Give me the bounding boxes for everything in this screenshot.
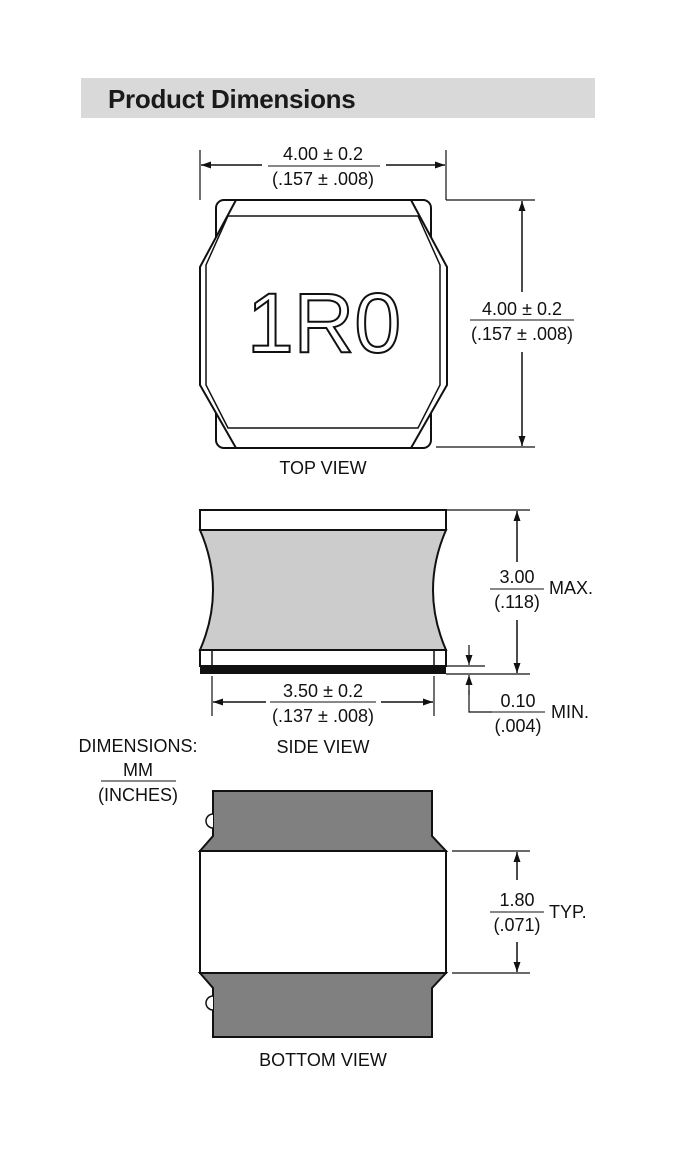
top-view-inner-outline bbox=[205, 215, 441, 429]
legend-heading: DIMENSIONS: bbox=[78, 736, 197, 756]
top-view-label: TOP VIEW bbox=[279, 458, 366, 478]
bottom-pad-note: TYP. bbox=[549, 902, 587, 922]
units-legend: DIMENSIONS: MM (INCHES) bbox=[78, 736, 197, 805]
side-height-mm: 3.00 bbox=[499, 567, 534, 587]
bottom-view: BOTTOM VIEW 1.80 (.071) TYP. bbox=[197, 790, 587, 1070]
side-gap-note: MIN. bbox=[551, 702, 589, 722]
side-height-in: (.118) bbox=[494, 592, 540, 612]
side-height-note: MAX. bbox=[549, 578, 593, 598]
part-marking: 1R0 bbox=[247, 276, 401, 370]
side-view-bottom-plate bbox=[199, 649, 447, 667]
top-view: 1R0 TOP VIEW 4.00 ± 0.2 (.157 ± .008) 4.… bbox=[199, 144, 574, 478]
legend-inches: (INCHES) bbox=[98, 785, 178, 805]
title-bar: Product Dimensions bbox=[81, 78, 595, 118]
bottom-view-label: BOTTOM VIEW bbox=[259, 1050, 387, 1070]
top-width-mm: 4.00 ± 0.2 bbox=[283, 144, 363, 164]
side-width-in: (.137 ± .008) bbox=[272, 706, 374, 726]
side-view-core bbox=[198, 529, 448, 651]
top-view-octagon bbox=[199, 199, 448, 449]
side-view-top-plate bbox=[199, 509, 447, 531]
side-width-mm: 3.50 ± 0.2 bbox=[283, 681, 363, 701]
top-width-in: (.157 ± .008) bbox=[272, 169, 374, 189]
bottom-body bbox=[199, 850, 447, 974]
bottom-pad-mm: 1.80 bbox=[499, 890, 534, 910]
legend-mm: MM bbox=[123, 760, 153, 780]
side-gap-leader bbox=[468, 690, 492, 713]
bottom-terminal-top bbox=[197, 790, 449, 852]
side-gap-in: (.004) bbox=[494, 716, 541, 736]
top-height-mm: 4.00 ± 0.2 bbox=[482, 299, 562, 319]
bottom-terminal-bottom bbox=[197, 972, 449, 1038]
bottom-notch-top bbox=[205, 813, 214, 829]
side-view-base-strip bbox=[200, 666, 446, 674]
side-view-label: SIDE VIEW bbox=[276, 737, 369, 757]
top-height-in: (.157 ± .008) bbox=[471, 324, 573, 344]
bottom-pad-in: (.071) bbox=[493, 915, 540, 935]
page-title: Product Dimensions bbox=[108, 84, 356, 114]
side-view: SIDE VIEW 3.00 (.118) MAX. 0.10 (.004) M… bbox=[198, 509, 593, 757]
bottom-notch-bottom bbox=[205, 995, 214, 1011]
side-gap-mm: 0.10 bbox=[500, 691, 535, 711]
